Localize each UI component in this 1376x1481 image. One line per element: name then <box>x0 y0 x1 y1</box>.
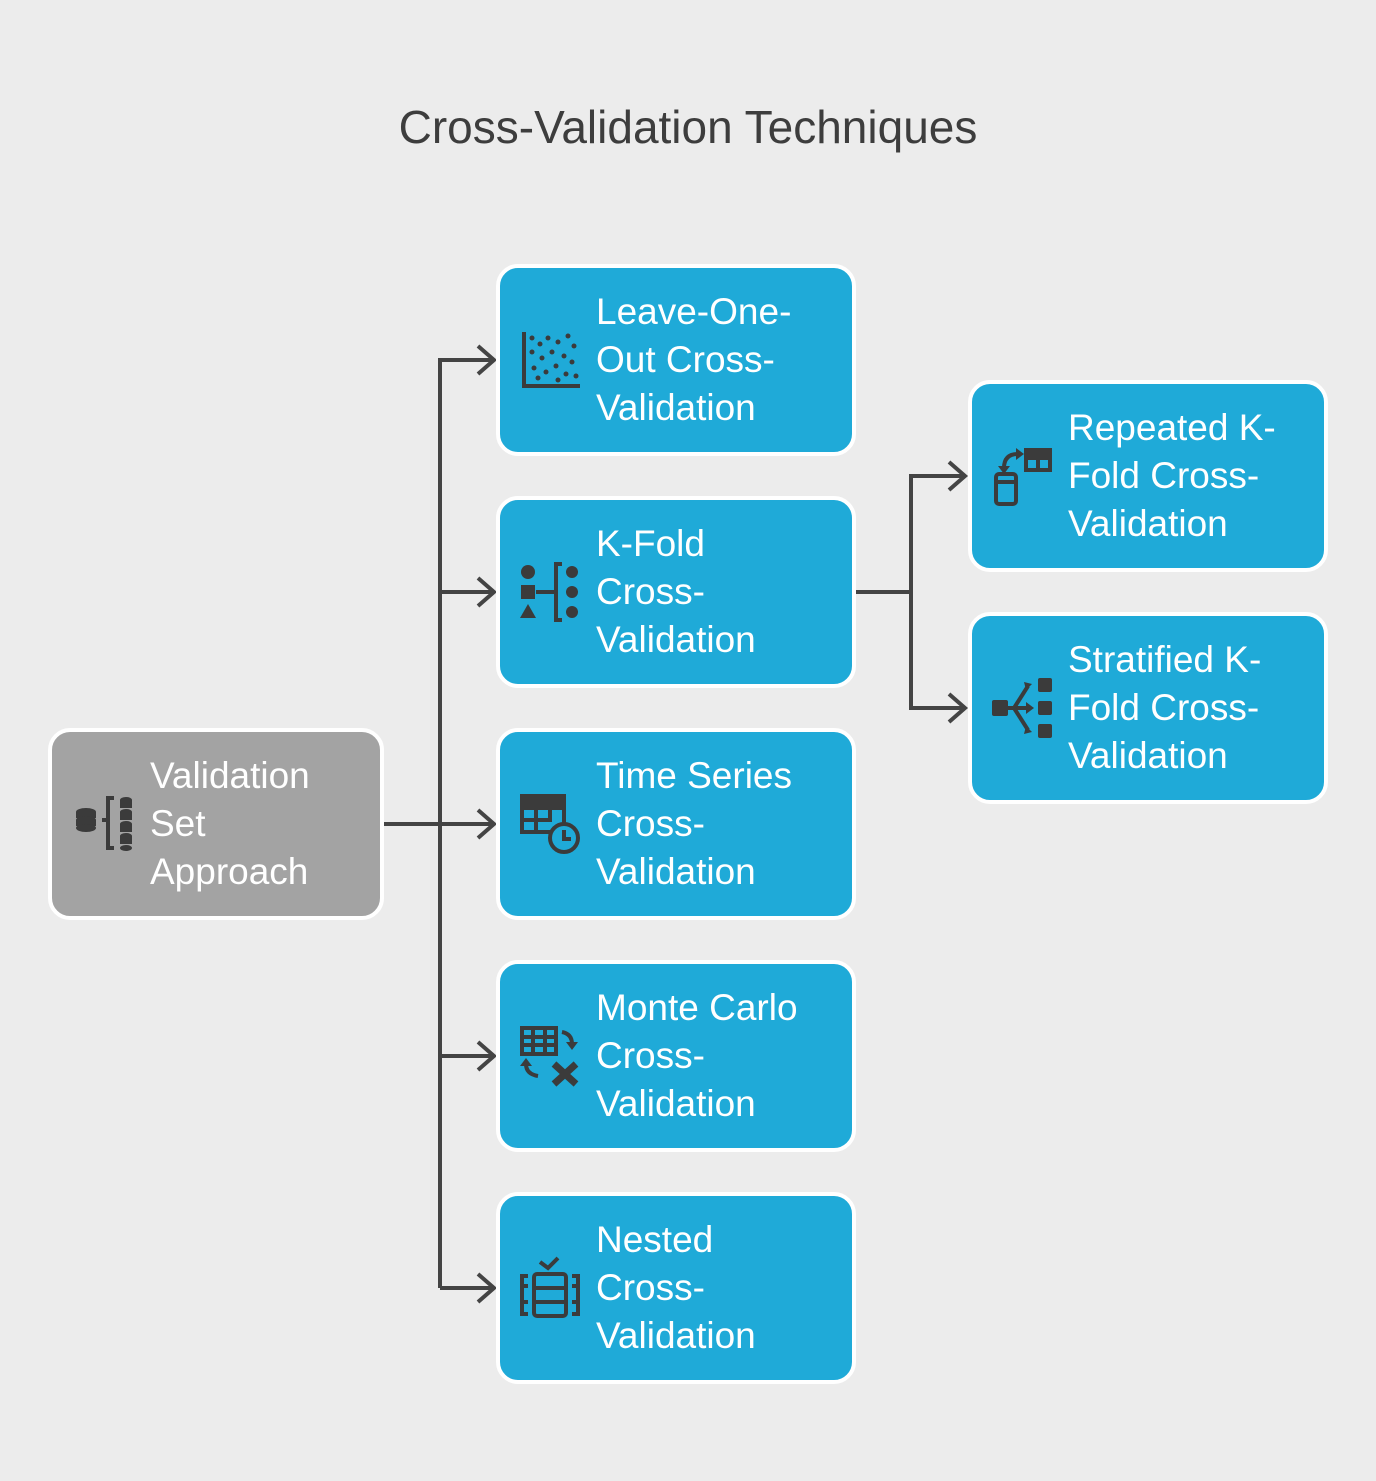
node-leave-one-out-cv: Leave-One- Out Cross- Validation <box>496 264 856 456</box>
node-validation-set-approach: Validation Set Approach <box>48 728 384 920</box>
node-label: Monte Carlo Cross- Validation <box>596 987 798 1124</box>
stratify-branch-icon <box>990 676 1054 740</box>
arrowhead-nested <box>476 1272 498 1304</box>
database-split-icon <box>74 792 138 856</box>
arrowhead-stratified <box>947 692 969 724</box>
node-stratified-k-fold-cv: Stratified K- Fold Cross- Validation <box>968 612 1328 804</box>
fold-groups-icon <box>518 560 582 624</box>
arrowhead-time-series <box>476 808 498 840</box>
node-time-series-cv: Time Series Cross- Validation <box>496 728 856 920</box>
node-label: K-Fold Cross- Validation <box>596 523 756 660</box>
arrowhead-loocv <box>476 344 498 376</box>
diagram-title: Cross-Validation Techniques <box>398 101 978 153</box>
nested-container-icon <box>518 1256 582 1320</box>
device-repeat-icon <box>990 444 1054 508</box>
node-k-fold-cv: K-Fold Cross- Validation <box>496 496 856 688</box>
node-nested-cv: Nested Cross- Validation <box>496 1192 856 1384</box>
arrowhead-monte-carlo <box>476 1040 498 1072</box>
node-label: Repeated K- Fold Cross- Validation <box>1068 407 1276 544</box>
node-label: Stratified K- Fold Cross- Validation <box>1068 639 1262 776</box>
node-repeated-k-fold-cv: Repeated K- Fold Cross- Validation <box>968 380 1328 572</box>
table-shuffle-icon <box>518 1024 582 1088</box>
node-label: Nested Cross- Validation <box>596 1219 756 1356</box>
node-label: Validation Set Approach <box>150 755 310 892</box>
node-monte-carlo-cv: Monte Carlo Cross- Validation <box>496 960 856 1152</box>
arrowhead-kfold <box>476 576 498 608</box>
node-label: Leave-One- Out Cross- Validation <box>596 291 792 428</box>
scatter-plot-icon <box>518 328 582 392</box>
arrowhead-repeated <box>947 460 969 492</box>
table-clock-icon <box>518 792 582 856</box>
node-label: Time Series Cross- Validation <box>596 755 793 892</box>
